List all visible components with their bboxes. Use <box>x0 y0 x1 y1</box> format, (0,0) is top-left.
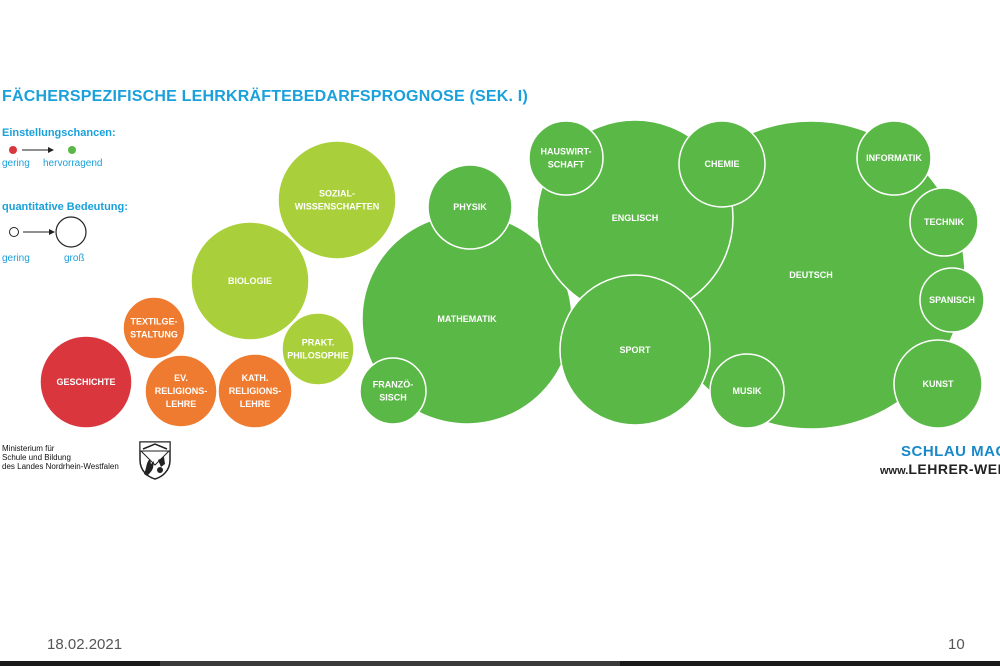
bubble-geschichte: GESCHICHTE <box>39 335 133 429</box>
bubble-circle <box>122 296 186 360</box>
bubble-circle <box>909 187 979 257</box>
ministry-line: Ministerium für <box>2 444 55 453</box>
legend-large-circle <box>55 216 87 248</box>
bubble-circle <box>144 354 218 428</box>
bubble-label: TEXTILGE- <box>131 317 178 327</box>
page-title: FÄCHERSPEZIFISCHE LEHRKRÄFTEBEDARFSPROGN… <box>2 88 528 105</box>
legend-chances-heading: Einstellungschancen: <box>2 127 116 139</box>
brand-url-main: LEHRER-WERDEN <box>908 461 1000 477</box>
ministry-line: Schule und Bildung <box>2 453 71 462</box>
bubble-label: WISSENSCHAFTEN <box>295 202 380 212</box>
bubble-circle <box>678 120 766 208</box>
brand-url: www.LEHRER-WERDEN.n <box>880 461 1000 477</box>
legend-chances-high: hervorragend <box>43 158 103 169</box>
bubble-circle <box>277 140 397 260</box>
legend-green-dot <box>68 146 76 154</box>
bubble-label: BIOLOGIE <box>228 276 272 286</box>
bubble-physik: PHYSIK <box>427 164 513 250</box>
bubble-label: HAUSWIRT- <box>541 147 592 157</box>
bubble-label: TECHNIK <box>924 217 964 227</box>
bubble-chemie: CHEMIE <box>678 120 766 208</box>
nrw-crest-icon <box>139 441 171 480</box>
bubble-kunst: KUNST <box>893 339 983 429</box>
ministry-line: des Landes Nordrhein-Westfalen <box>2 462 119 471</box>
bubble-label: CHEMIE <box>704 159 739 169</box>
legend-importance-heading: quantitative Bedeutung: <box>2 201 128 213</box>
bubble-musik: MUSIK <box>709 353 785 429</box>
bubble-circle <box>359 357 427 425</box>
bubble-ev-religionslehre: EV. RELIGIONS- LEHRE <box>144 354 218 428</box>
legend-red-dot <box>9 146 17 154</box>
bubble-circle <box>190 221 310 341</box>
bubble-textilgestaltung: TEXTILGE- STALTUNG <box>122 296 186 360</box>
bubble-circle <box>709 353 785 429</box>
bubble-circle <box>39 335 133 429</box>
bubble-label: INFORMATIK <box>866 153 922 163</box>
legend-importance-high: groß <box>64 253 85 264</box>
bubble-label: SOZIAL- <box>319 189 355 199</box>
arrow-right-icon <box>49 229 55 235</box>
bubble-label: MATHEMATIK <box>437 314 497 324</box>
legend-chances-scale <box>9 146 76 154</box>
bubble-label: PRAKT. <box>302 338 335 348</box>
slide-date: 18.02.2021 <box>47 636 123 653</box>
bubble-circle <box>528 120 604 196</box>
subject-bubble-chart: DEUTSCH MATHEMATIK ENGLISCH SPORT PHYSIK HAUS… <box>39 119 985 430</box>
bubble-circle <box>217 353 293 429</box>
bubble-label: LEHRE <box>166 399 197 409</box>
slide-page-number: 10 <box>948 636 965 653</box>
bubble-technik: TECHNIK <box>909 187 979 257</box>
bubble-informatik: INFORMATIK <box>856 120 932 196</box>
bubble-label: PHYSIK <box>453 202 487 212</box>
bubble-label: STALTUNG <box>130 330 178 340</box>
bubble-label: ENGLISCH <box>612 213 659 223</box>
bubble-label: LEHRE <box>240 399 271 409</box>
viewer-progress-segment <box>160 661 620 666</box>
bubble-label: PHILOSOPHIE <box>287 351 349 361</box>
bubble-label: SPORT <box>619 345 651 355</box>
bubble-circle <box>559 274 711 426</box>
ministry-label: Ministerium für Schule und Bildung des L… <box>2 444 119 471</box>
bubble-franzoesisch: FRANZÖ- SISCH <box>359 357 427 425</box>
bubble-circle <box>856 120 932 196</box>
bubble-label: KATH. <box>242 373 269 383</box>
bubble-label: KUNST <box>923 379 955 389</box>
legend-small-circle <box>9 227 19 237</box>
bubble-biologie: BIOLOGIE <box>190 221 310 341</box>
bubble-spanisch: SPANISCH <box>919 267 985 333</box>
bubble-label: RELIGIONS- <box>155 386 208 396</box>
brand-slogan: SCHLAU MACHEN <box>901 443 1000 460</box>
bubble-circle <box>919 267 985 333</box>
bubble-circle <box>427 164 513 250</box>
bubble-hauswirtschaft: HAUSWIRT- SCHAFT <box>528 120 604 196</box>
bubble-circle <box>281 312 355 386</box>
bubble-sozialwissenschaften: SOZIAL- WISSENSCHAFTEN <box>277 140 397 260</box>
legend-chances-low: gering <box>2 158 30 169</box>
bubble-label: SCHAFT <box>548 160 585 170</box>
bubble-label: SISCH <box>379 393 407 403</box>
bubble-circle <box>893 339 983 429</box>
bubble-label: GESCHICHTE <box>56 377 115 387</box>
bubble-label: MUSIK <box>733 386 763 396</box>
bubble-kath-religionslehre: KATH. RELIGIONS- LEHRE <box>217 353 293 429</box>
bubble-label: DEUTSCH <box>789 270 833 280</box>
brand-url-prefix: www. <box>880 465 909 477</box>
bubble-sport: SPORT <box>559 274 711 426</box>
bubble-praktische-philosophie: PRAKT. PHILOSOPHIE <box>281 312 355 386</box>
legend-importance-scale <box>9 216 87 248</box>
legend-importance-low: gering <box>2 253 30 264</box>
viewer-bottom-bar <box>0 661 1000 666</box>
arrow-right-icon <box>48 147 54 153</box>
bubble-label: RELIGIONS- <box>229 386 282 396</box>
bubble-label: EV. <box>174 373 188 383</box>
bubble-label: FRANZÖ- <box>373 380 414 390</box>
bubble-label: SPANISCH <box>929 295 975 305</box>
